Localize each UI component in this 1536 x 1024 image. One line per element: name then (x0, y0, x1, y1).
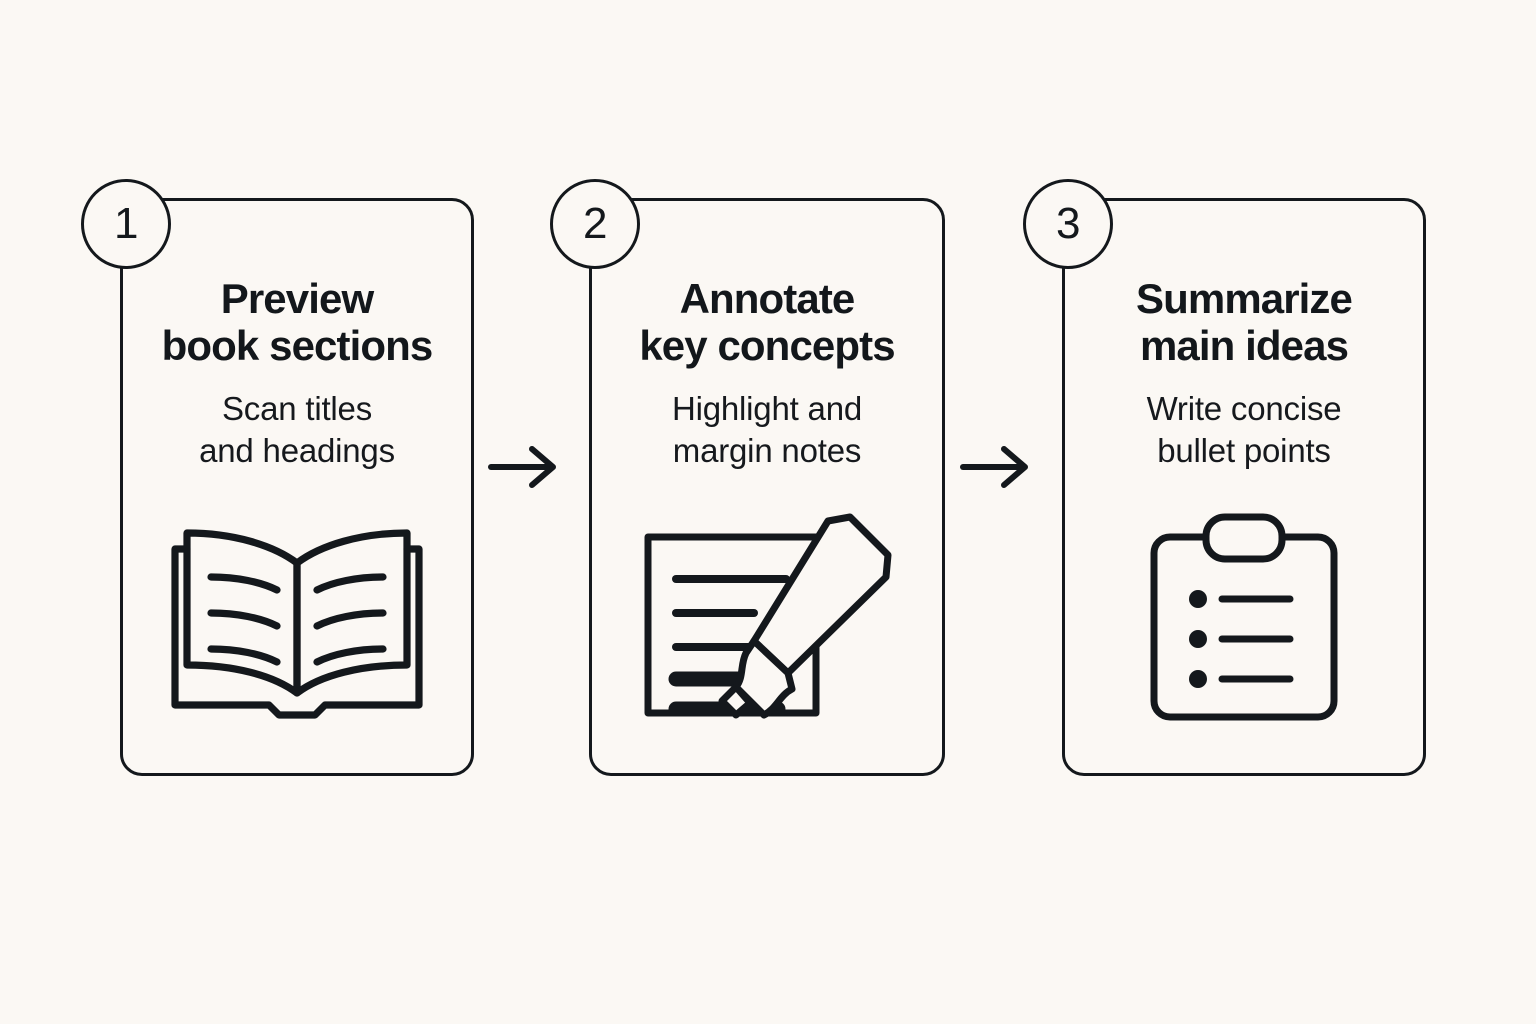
step-card-3-inner: 3 Summarize main ideas Write concise bul… (1023, 179, 1423, 773)
step-card-1[interactable]: 1 Preview book sections Scan titles and … (81, 179, 474, 776)
step-icon-slot-3 (1065, 511, 1423, 725)
step-icon-slot-2 (592, 513, 942, 725)
step-number-badge-2: 2 (550, 179, 640, 269)
arrow-step-2-to-3 (959, 443, 1035, 491)
step-number-label-2: 2 (583, 199, 607, 248)
open-book-icon (163, 519, 431, 725)
step-card-2-inner: 2 Annotate key concepts Highlight and ma… (550, 179, 942, 773)
step-title-2: Annotate key concepts (639, 275, 895, 370)
step-number-label-3: 3 (1056, 199, 1080, 248)
step-title-3: Summarize main ideas (1136, 275, 1353, 370)
step-title-1: Preview book sections (161, 275, 434, 370)
clipboard-checklist-icon (1144, 511, 1344, 725)
highlighter-document-icon (636, 513, 898, 725)
arrow-step-1-to-2 (487, 443, 563, 491)
step-subtitle-3: Write concise bullet points (1146, 390, 1342, 469)
step-card-1-inner: 1 Preview book sections Scan titles and … (81, 179, 471, 773)
step-subtitle-1: Scan titles and headings (199, 390, 395, 469)
step-number-badge-3: 3 (1023, 179, 1113, 269)
step-card-3[interactable]: 3 Summarize main ideas Write concise bul… (1023, 179, 1426, 776)
step-number-label-1: 1 (114, 199, 138, 248)
step-icon-slot-1 (123, 519, 471, 725)
step-subtitle-2: Highlight and margin notes (671, 390, 863, 469)
step-number-badge-1: 1 (81, 179, 171, 269)
step-card-2[interactable]: 2 Annotate key concepts Highlight and ma… (550, 179, 945, 776)
